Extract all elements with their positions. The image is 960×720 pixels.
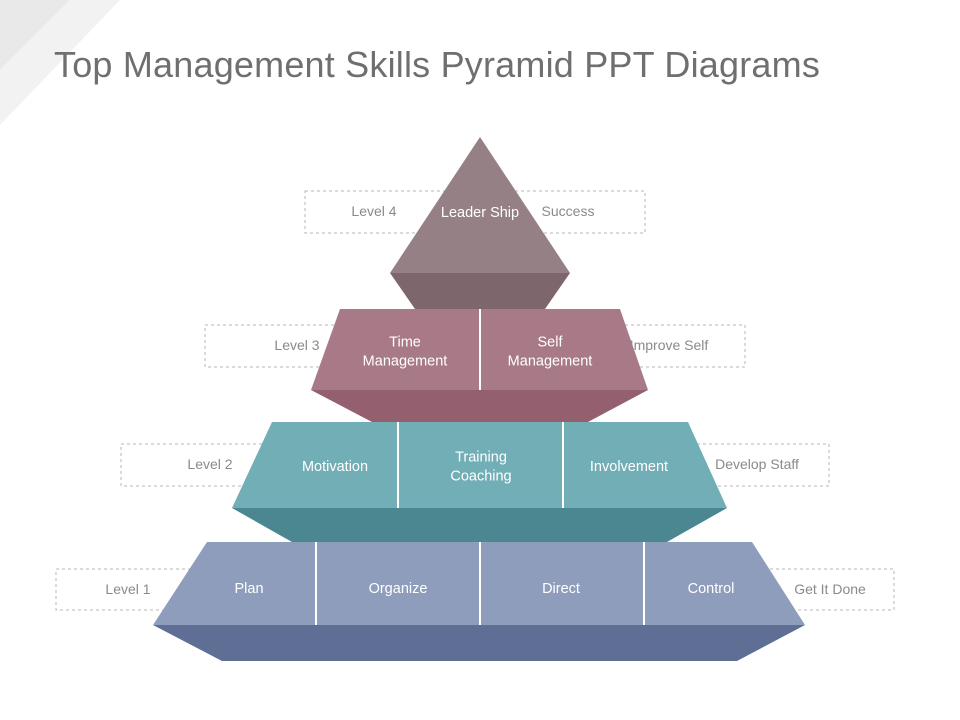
level-4-label: Level 4 [351,203,396,219]
involvement-segment-label: Involvement [590,459,668,475]
level-2-outcome: Develop Staff [715,456,799,472]
level-4-tier-base [390,273,570,309]
plan-segment-label: Plan [234,581,263,597]
level-3-outcome: Improve Self [630,337,709,353]
level-1-tier-base [153,625,805,661]
leader-ship-segment-label: Leader Ship [441,205,519,221]
page-title: Top Management Skills Pyramid PPT Diagra… [54,44,821,85]
corner-decoration [0,0,120,125]
level-2-tier-face [232,422,727,508]
organize-segment-label: Organize [369,581,428,597]
level-1-label: Level 1 [105,581,150,597]
direct-segment-label: Direct [542,581,580,597]
motivation-segment-label: Motivation [302,459,368,475]
level-4-outcome: Success [542,203,595,219]
level-3-label: Level 3 [274,337,319,353]
level-2-label: Level 2 [187,456,232,472]
level-4-tier-face [390,137,570,273]
control-segment-label: Control [688,581,735,597]
level-3-tier-base [311,390,648,422]
level-2-tier-base [232,508,727,542]
level-1-outcome: Get It Done [794,581,866,597]
